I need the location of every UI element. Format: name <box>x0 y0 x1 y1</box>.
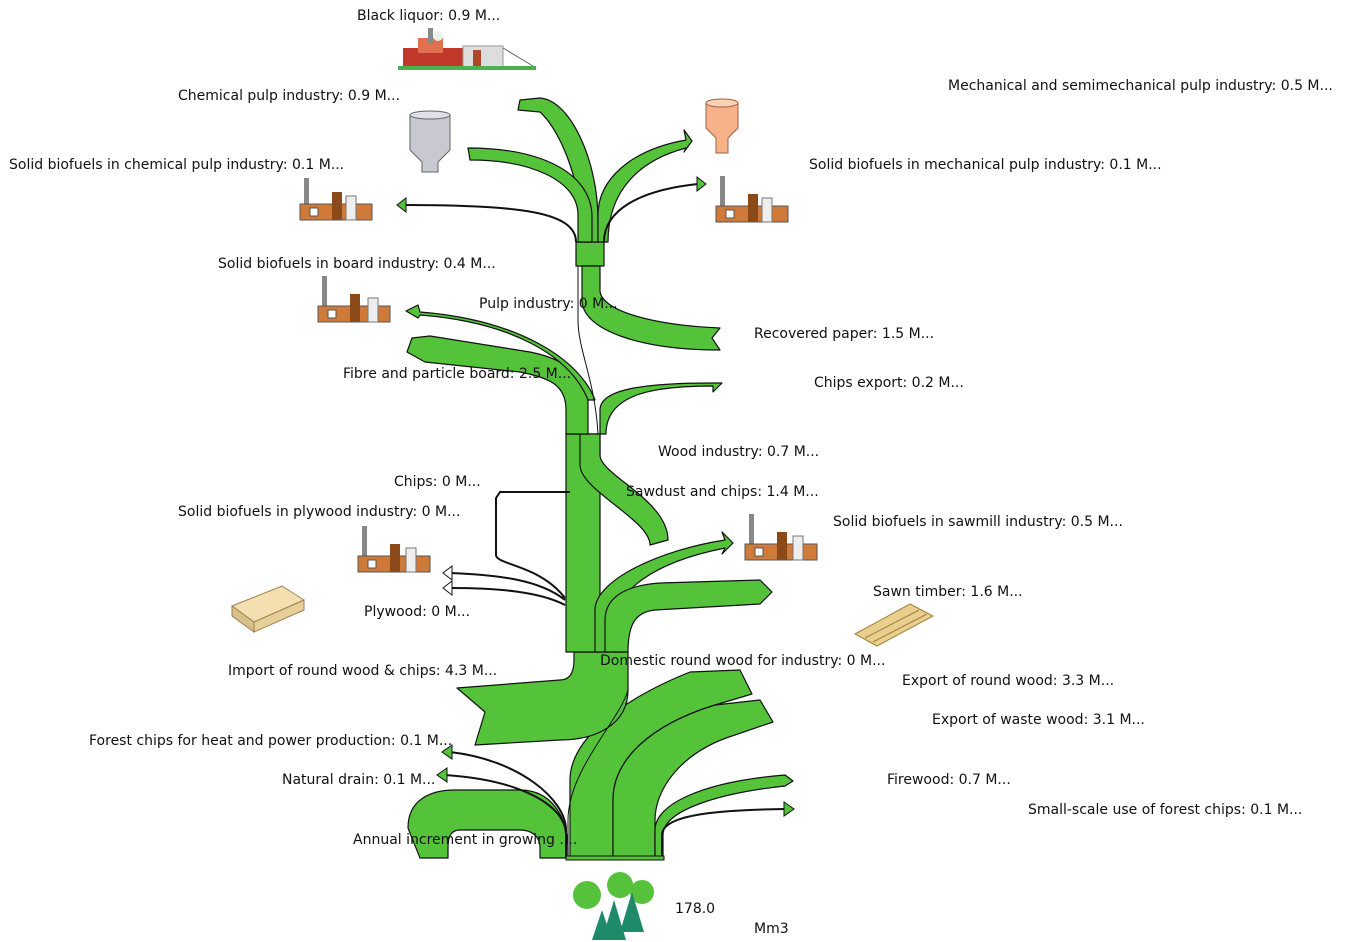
label-forest-chips-hp: Forest chips for heat and power producti… <box>89 733 453 749</box>
flow-sawn-timber <box>604 579 773 653</box>
label-import-round: Import of round wood & chips: 4.3 M... <box>228 663 498 679</box>
flow-fibre-board <box>406 335 589 435</box>
factory-icon-mech <box>715 176 789 223</box>
factory-icon-sawmill <box>744 514 818 561</box>
factory-icon-plywood <box>357 526 431 573</box>
label-annual-increment: Annual increment in growing .... <box>353 832 578 848</box>
label-wood-industry: Wood industry: 0.7 M... <box>658 444 820 460</box>
label-fibre-board: Fibre and particle board: 2.5 M... <box>343 366 572 382</box>
flow-export-waste-wood <box>612 699 774 859</box>
label-sb-plywood: Solid biofuels in plywood industry: 0 M.… <box>178 504 461 520</box>
flow-recovered-paper <box>581 265 721 351</box>
forest-icon <box>573 872 654 940</box>
node-forest <box>565 855 665 861</box>
sawn-timber-icon <box>853 603 935 647</box>
flow-pulp-industry-in <box>577 266 599 435</box>
silo-grey-icon <box>409 110 451 173</box>
label-black-liquor: Black liquor: 0.9 M... <box>357 8 501 24</box>
label-plywood: Plywood: 0 M... <box>364 604 471 620</box>
label-mech-pulp: Mechanical and semimechanical pulp indus… <box>948 78 1333 94</box>
label-sawdust-chips: Sawdust and chips: 1.4 M... <box>626 484 819 500</box>
label-sb-board: Solid biofuels in board industry: 0.4 M.… <box>218 256 496 272</box>
arrow-natural-drain <box>436 767 448 783</box>
label-natural-drain: Natural drain: 0.1 M... <box>282 772 436 788</box>
label-chips-export: Chips export: 0.2 M... <box>814 375 964 391</box>
factory-icon-board <box>317 276 391 323</box>
label-domestic-round: Domestic round wood for industry: 0 M... <box>600 653 886 669</box>
root-value: 178.0 <box>675 901 716 917</box>
flow-chemical-pulp <box>467 147 593 243</box>
flow-sb-board <box>405 304 596 401</box>
arrow-plywood-a <box>442 564 453 582</box>
label-chemical-pulp: Chemical pulp industry: 0.9 M... <box>178 88 401 104</box>
node-pulp <box>575 241 605 267</box>
flow-mech-pulp <box>597 129 693 243</box>
label-small-scale: Small-scale use of forest chips: 0.1 M..… <box>1028 802 1303 818</box>
arrow-small-scale <box>783 801 795 817</box>
flow-firewood <box>654 774 794 859</box>
label-sb-sawmill: Solid biofuels in sawmill industry: 0.5 … <box>833 514 1123 530</box>
arrow-sb-chem <box>396 196 407 214</box>
flow-chips <box>495 491 570 599</box>
label-firewood: Firewood: 0.7 M... <box>887 772 1011 788</box>
plywood-stack-icon <box>230 585 306 633</box>
flow-domestic-round <box>567 689 629 858</box>
flow-natural-drain <box>444 774 567 858</box>
flow-sawdust-chips <box>579 433 669 546</box>
flow-sb-chem-pulp <box>404 204 577 243</box>
silo-peach-icon <box>705 98 739 154</box>
label-pulp-industry: Pulp industry: 0 M... <box>479 296 618 312</box>
label-sawn-timber: Sawn timber: 1.6 M... <box>873 584 1023 600</box>
pulp-mill-icon <box>398 28 536 70</box>
arrow-sb-mech <box>696 175 707 193</box>
label-export-waste: Export of waste wood: 3.1 M... <box>932 712 1145 728</box>
flow-plywood-b <box>449 587 566 606</box>
label-sb-chem-pulp: Solid biofuels in chemical pulp industry… <box>9 157 345 173</box>
flow-small-scale <box>661 808 786 858</box>
flow-plywood-a <box>449 572 566 601</box>
label-recovered-paper: Recovered paper: 1.5 M... <box>754 326 935 342</box>
flow-chips-export <box>599 382 723 435</box>
flow-import-round-wood <box>456 651 629 746</box>
flow-annual-increment <box>407 789 569 859</box>
arrow-forest-chips <box>441 744 453 760</box>
factory-icon-chem <box>299 178 373 221</box>
label-sb-mech-pulp: Solid biofuels in mechanical pulp indust… <box>809 157 1162 173</box>
arrow-plywood-b <box>442 579 453 597</box>
label-chips: Chips: 0 M... <box>394 474 481 490</box>
flow-sb-mech-pulp <box>603 183 699 243</box>
unit-label: Mm3 <box>754 921 789 937</box>
label-export-round: Export of round wood: 3.3 M... <box>902 673 1115 689</box>
